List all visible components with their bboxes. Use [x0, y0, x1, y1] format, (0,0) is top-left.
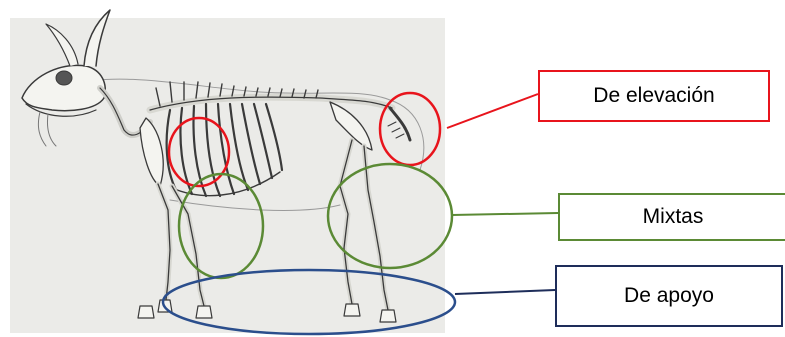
connector-apoyo — [455, 290, 555, 294]
label-mixtas-text: Mixtas — [643, 205, 704, 229]
connector-mixtas — [452, 213, 558, 215]
label-de-elevacion-text: De elevación — [593, 84, 714, 108]
label-de-apoyo-text: De apoyo — [624, 284, 714, 308]
label-mixtas: Mixtas — [558, 193, 785, 241]
label-de-elevacion: De elevación — [538, 70, 770, 122]
label-de-apoyo: De apoyo — [555, 265, 783, 327]
connector-elevacion — [447, 94, 538, 128]
